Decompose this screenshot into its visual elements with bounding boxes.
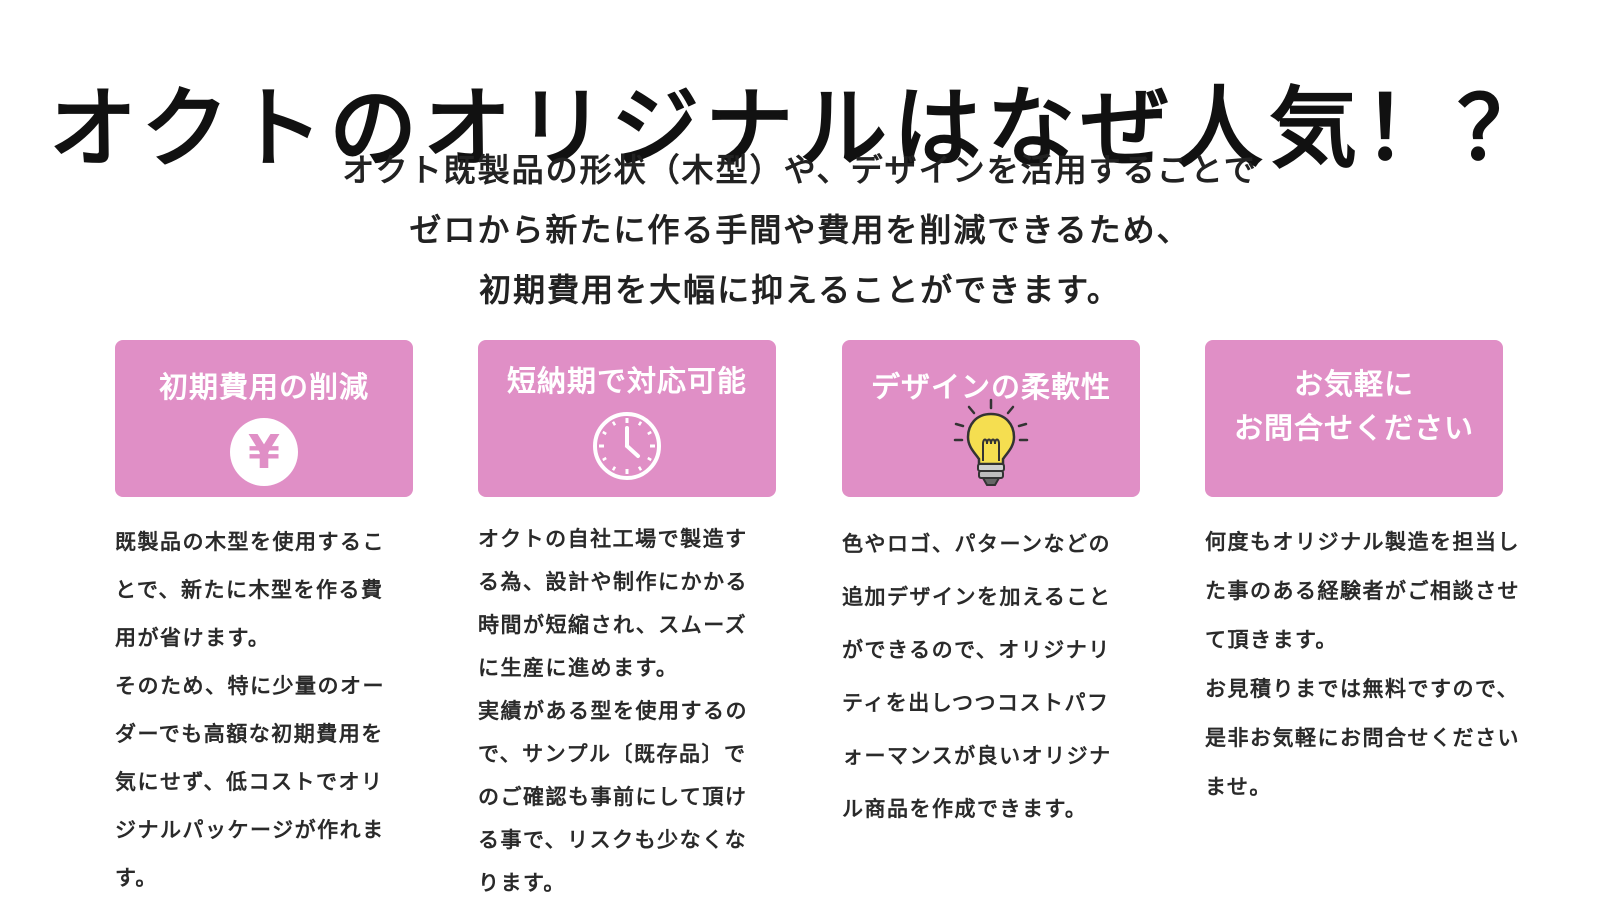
description-line: ル商品を作成できます。 [842, 797, 1088, 821]
lead-line: オクト既製品の形状（木型）や、デザインを活用することで [342, 151, 1258, 189]
description-line: とで、新たに木型を作る費 [115, 578, 384, 602]
description-line: そのため、特に少量のオー [115, 674, 385, 698]
feature-card-title: デザインの柔軟性 [870, 370, 1111, 404]
description-line: のご確認も事前にして頂け [478, 785, 748, 809]
feature-card-title: お気軽に お問合せください [1205, 362, 1503, 450]
description-line: 追加デザインを加えること [842, 585, 1112, 609]
feature-description-design-flexibility: 色やロゴ、パターンなどの 追加デザインを加えること ができるので、オリジナリ テ… [842, 518, 1132, 836]
description-line: 時間が短縮され、スムーズ [478, 613, 748, 637]
feature-card-title: 初期費用の削減 [158, 370, 369, 404]
description-line: オクトの自社工場で製造す [478, 527, 748, 551]
yen-icon: ¥ [230, 418, 298, 486]
description-line: 是非お気軽にお問合せください [1205, 726, 1520, 750]
lead-line: 初期費用を大幅に抑えることができます。 [479, 271, 1121, 309]
description-line: す。 [115, 866, 158, 890]
feature-card-contact: お気軽に お問合せください [1205, 340, 1503, 497]
description-line: 実績がある型を使用するの [478, 699, 748, 723]
description-line: ダーでも高額な初期費用を [115, 722, 384, 746]
feature-card-cost-reduction: 初期費用の削減 ¥ [115, 340, 413, 497]
feature-card-short-delivery: 短納期で対応可能 [478, 340, 776, 497]
description-line: ティを出しつつコストパフ [842, 691, 1110, 715]
clock-icon [591, 410, 663, 486]
description-line: ができるので、オリジナリ [842, 638, 1111, 662]
feature-card-title: 短納期で対応可能 [506, 364, 747, 398]
lead-paragraph: オクト既製品の形状（木型）や、デザインを活用することで ゼロから新たに作る手間や… [0, 140, 1600, 320]
description-line: で、サンプル〔既存品〕で [478, 742, 747, 766]
description-line: 用が省けます。 [115, 626, 271, 650]
description-line: ませ。 [1205, 775, 1272, 799]
feature-description-contact: 何度もオリジナル製造を担当し た事のある経験者がご相談させ て頂きます。 お見積… [1205, 518, 1520, 812]
description-line: 何度もオリジナル製造を担当し [1205, 530, 1520, 554]
feature-description-cost-reduction: 既製品の木型を使用するこ とで、新たに木型を作る費 用が省けます。 そのため、特… [115, 518, 405, 902]
lead-line: ゼロから新たに作る手間や費用を削減できるため、 [409, 211, 1191, 249]
description-line: 色やロゴ、パターンなどの [842, 532, 1111, 556]
description-line: る事で、リスクも少なくな [478, 828, 748, 852]
description-line: お見積りまでは無料ですので、 [1205, 677, 1520, 701]
description-line: ォーマンスが良いオリジナ [842, 744, 1112, 768]
description-line: て頂きます。 [1205, 628, 1338, 652]
page-headline: オクトのオリジナルはなぜ人気！？ [48, 76, 1552, 180]
lightbulb-icon [949, 398, 1033, 494]
feature-card-design-flexibility: デザインの柔軟性 [842, 340, 1140, 497]
description-line: た事のある経験者がご相談させ [1205, 579, 1520, 603]
feature-card-title-line: お問合せください [1233, 411, 1474, 445]
feature-description-short-delivery: オクトの自社工場で製造す る為、設計や制作にかかる 時間が短縮され、スムーズ に… [478, 518, 768, 905]
description-line: 気にせず、低コストでオリ [115, 770, 384, 794]
description-line: に生産に進めます。 [478, 656, 679, 680]
feature-card-title-line: お気軽に [1293, 367, 1414, 401]
description-line: ります。 [478, 871, 566, 895]
description-line: ジナルパッケージが作れま [115, 818, 385, 842]
description-line: 既製品の木型を使用するこ [115, 530, 385, 554]
description-line: る為、設計や制作にかかる [478, 570, 748, 594]
